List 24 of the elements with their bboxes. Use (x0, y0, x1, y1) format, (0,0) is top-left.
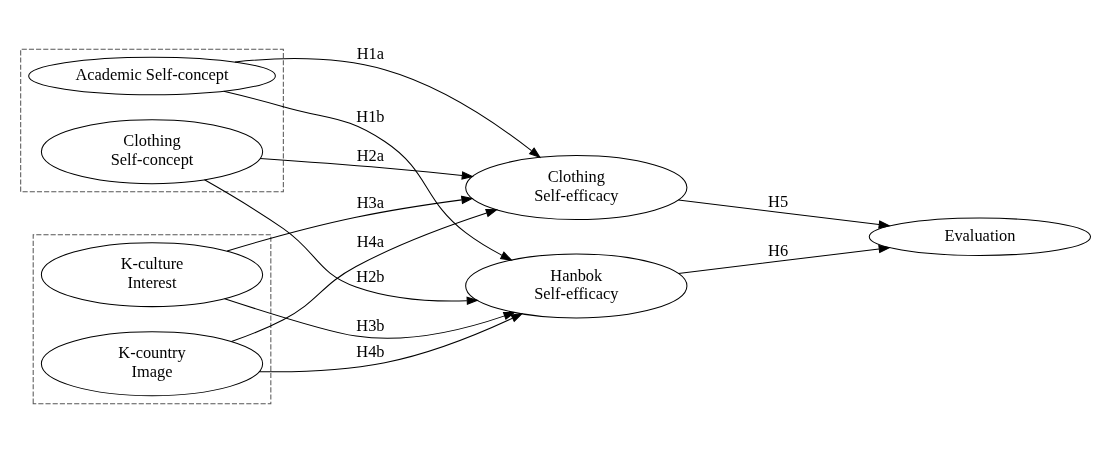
edge-label: H5 (768, 191, 789, 211)
node-ellipse: Clothing Self-concept (40, 118, 264, 184)
edge-label: H4a (356, 231, 385, 251)
edge-label: H1a (356, 43, 385, 63)
arrow (677, 198, 891, 229)
edge-label: H4b (356, 341, 385, 361)
edge-label: H1b (356, 106, 385, 126)
node-ellipse: K-culture Interest (40, 241, 264, 307)
node-ellipse: K-country Image (40, 330, 264, 396)
arrow (230, 208, 499, 342)
edge-label: H6 (768, 240, 789, 260)
arrow (224, 297, 516, 339)
arrow (223, 90, 513, 261)
edge-label: H2a (356, 145, 385, 165)
cluster (32, 233, 272, 404)
arrow (204, 178, 479, 305)
edge-label: H3a (356, 192, 385, 212)
edge-label: H2b (356, 266, 385, 286)
cluster (20, 48, 284, 192)
arrow (677, 244, 891, 274)
edge-label: H3b (356, 315, 385, 335)
arrow (258, 312, 524, 372)
node-ellipse: Academic Self-concept (28, 56, 276, 95)
arrow (259, 157, 475, 180)
